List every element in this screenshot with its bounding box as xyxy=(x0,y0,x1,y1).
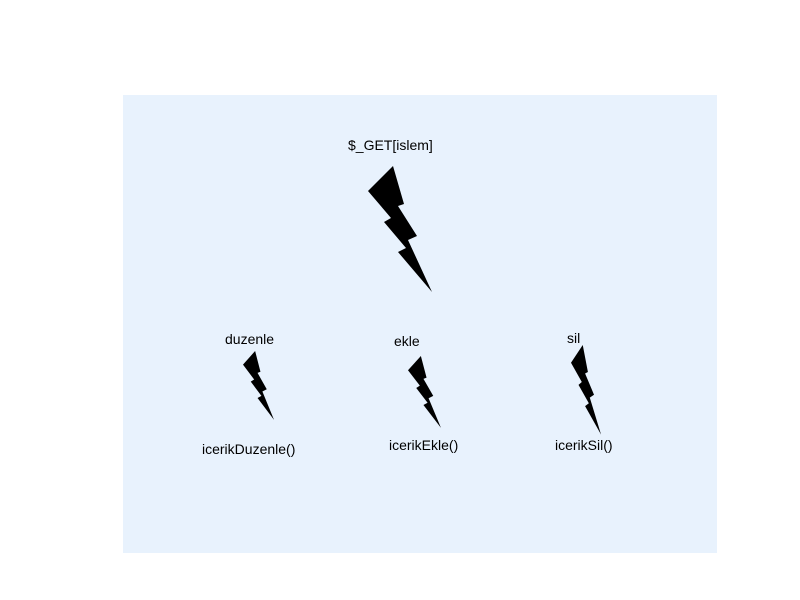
branch-ekle-case-label: ekle xyxy=(394,333,420,349)
branch-sil-case-label: sil xyxy=(567,330,581,346)
root-label: $_GET[islem] xyxy=(348,137,433,153)
branch-sil-lightning-bolt-icon xyxy=(571,345,602,435)
branch-ekle-function-label: icerikEkle() xyxy=(389,437,459,453)
branch-sil-function-label: icerikSil() xyxy=(555,437,613,453)
branch-duzenle-case-label: duzenle xyxy=(225,331,275,347)
branch-ekle-lightning-bolt-icon xyxy=(408,356,441,428)
root-lightning-bolt-icon xyxy=(368,166,432,292)
diagram-panel xyxy=(123,95,717,553)
branch-duzenle-function-label: icerikDuzenle() xyxy=(202,441,296,457)
branch-duzenle-lightning-bolt-icon xyxy=(243,351,275,420)
